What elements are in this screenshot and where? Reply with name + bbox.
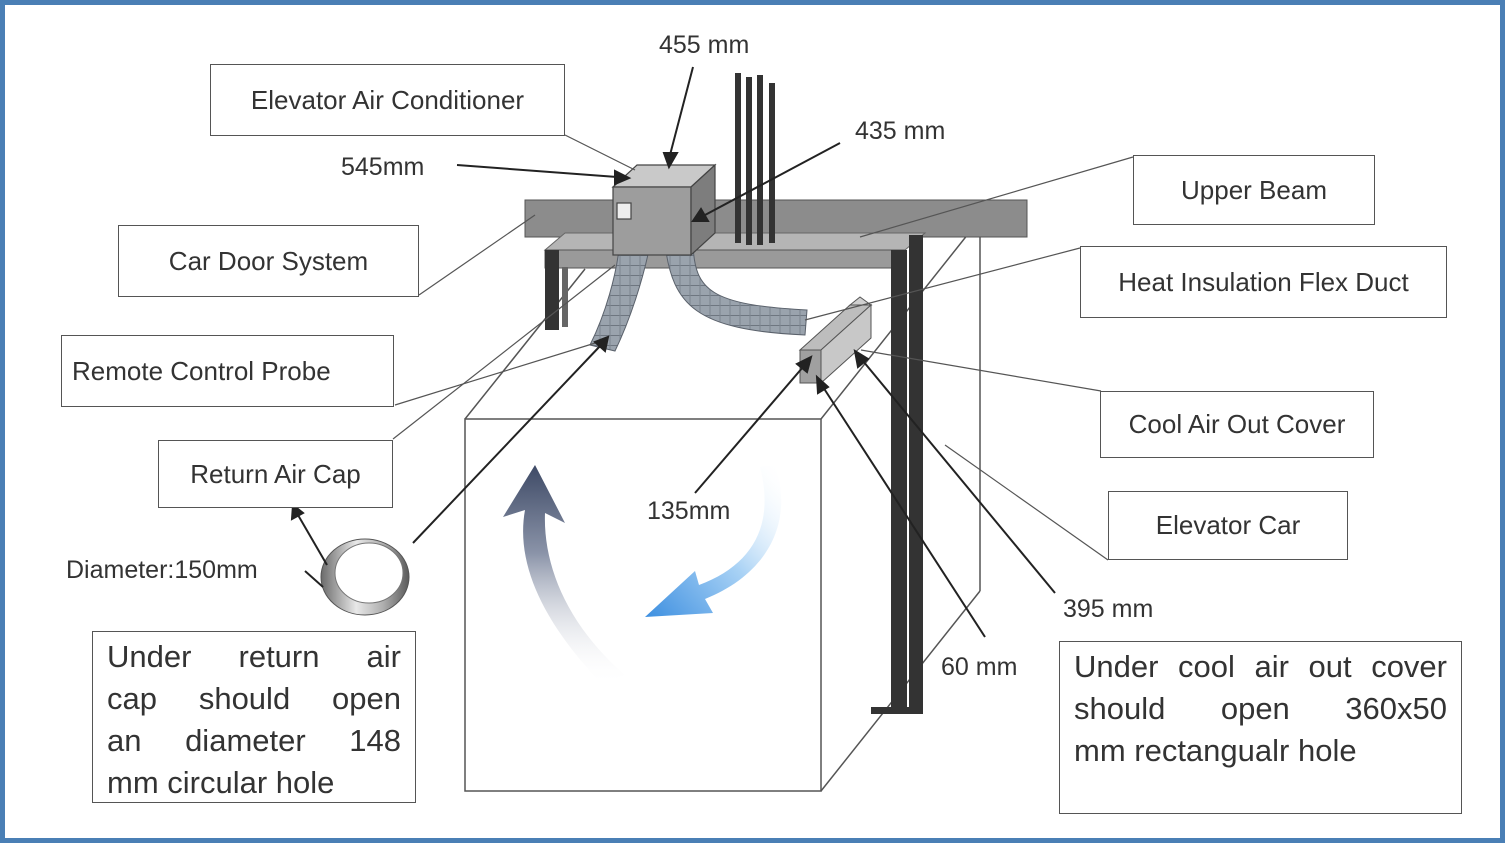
note-line: Under cool air out cover (1074, 649, 1447, 684)
note-cool-air-hole: Under cool air out cover should open 360… (1059, 641, 1462, 814)
note-line: Under return air (107, 639, 401, 674)
dimension-455: 455 mm (659, 31, 750, 59)
dimension-435: 435 mm (855, 117, 946, 145)
cool-air-arrow (645, 465, 782, 617)
dimension-545: 545mm (341, 153, 425, 181)
dimension-60: 60 mm (941, 653, 1018, 681)
dimension-135: 135mm (647, 497, 731, 525)
note-line: cap should open (107, 681, 401, 716)
cool-air-out-cover-drawing (798, 296, 873, 385)
dimension-diameter-150: Diameter:150mm (66, 556, 258, 584)
air-conditioner-unit-drawing (611, 163, 717, 257)
dimension-395: 395 mm (1063, 595, 1154, 623)
label-upper-beam: Upper Beam (1133, 155, 1375, 225)
label-car-door-system: Car Door System (118, 225, 419, 297)
note-line: an diameter 148 (107, 723, 401, 758)
note-line: should open 360x50 (1074, 691, 1447, 726)
elevator-car-drawing (464, 218, 981, 792)
label-heat-insulation-flex-duct: Heat Insulation Flex Duct (1080, 246, 1447, 318)
return-air-cap-ring (320, 538, 410, 616)
dimension-arrows (290, 66, 1056, 638)
note-line: mm rectangualr hole (1074, 733, 1357, 768)
car-frame-rails (545, 235, 923, 714)
diagram-artwork (290, 66, 1134, 792)
label-elevator-car: Elevator Car (1108, 491, 1348, 560)
leader-lines (392, 134, 1134, 561)
note-line: mm circular hole (107, 765, 335, 800)
return-air-arrow (503, 465, 625, 685)
label-remote-control-probe: Remote Control Probe (61, 335, 394, 407)
vertical-pipes (735, 73, 775, 245)
heat-insulation-flex-duct-drawing (589, 239, 808, 352)
label-elevator-air-conditioner: Elevator Air Conditioner (210, 64, 565, 136)
label-cool-air-out-cover: Cool Air Out Cover (1100, 391, 1374, 458)
label-return-air-cap: Return Air Cap (158, 440, 393, 508)
note-return-air-hole: Under return air cap should open an diam… (92, 631, 416, 803)
